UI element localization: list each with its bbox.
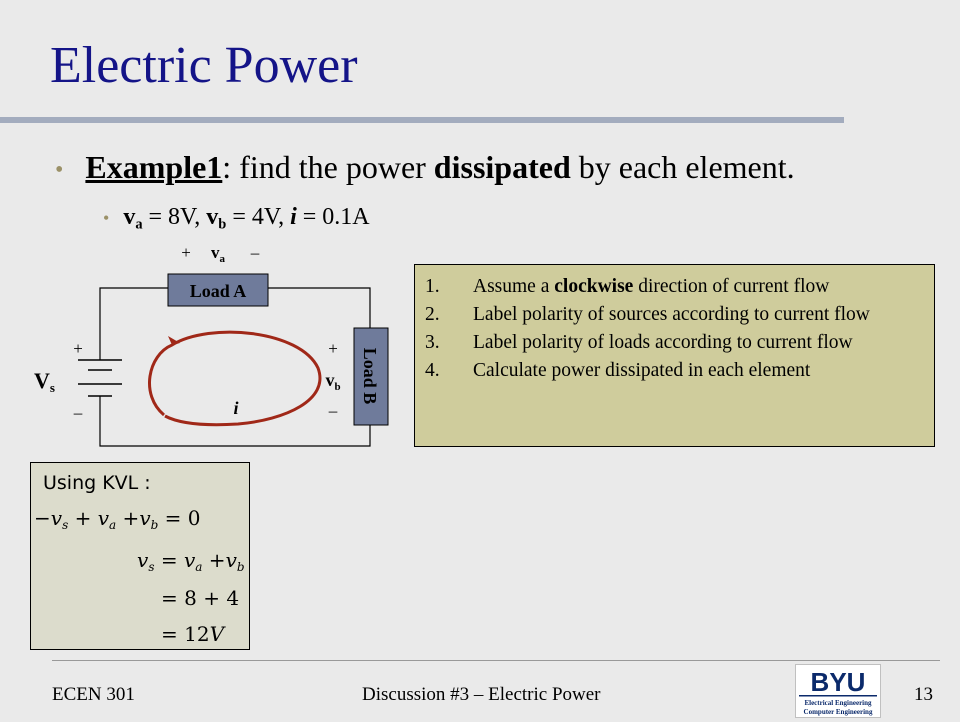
- current-loop-arrow: [148, 330, 322, 427]
- step-item: 3. Label polarity of loads according to c…: [425, 329, 924, 357]
- footer-rule: [52, 660, 940, 661]
- bullet-example: • Example1: find the power dissipated by …: [55, 149, 795, 185]
- step-item: 1. Assume a clockwise direction of curren…: [425, 273, 924, 301]
- circuit-diagram: Load A Load B + va – + Vs – + vb – i: [34, 243, 389, 447]
- kvl-box: Using KVL : −vs + va +vb = 0 vs = va +vb…: [30, 462, 250, 650]
- step-number: 3.: [425, 332, 440, 353]
- bullet-given-values: •va = 8V, vb = 4V, i = 0.1A: [103, 204, 370, 233]
- va-value: = 8V,: [142, 204, 207, 230]
- i-symbol: i: [290, 204, 297, 230]
- bullet-icon: •: [55, 157, 64, 184]
- step-number: 2.: [425, 304, 440, 325]
- load-b-box: [353, 327, 389, 426]
- vb-symbol: v: [206, 204, 219, 230]
- svg-text:Electrical Engineering: Electrical Engineering: [804, 699, 872, 707]
- step-number: 1.: [425, 276, 440, 297]
- bullet1-text-before: : find the power: [222, 149, 434, 185]
- sub-bullet-icon: •: [103, 207, 110, 228]
- va-minus: –: [250, 243, 260, 262]
- va-label: va: [211, 243, 226, 265]
- byu-logo-icon: BYU Electrical Engineering Computer Engi…: [799, 667, 877, 716]
- step-text: Label polarity of loads according to cur…: [473, 332, 853, 353]
- svg-text:BYU: BYU: [811, 667, 866, 697]
- load-a-box: [167, 273, 269, 307]
- steps-list: 1. Assume a clockwise direction of curren…: [425, 273, 924, 385]
- step-item: 2. Label polarity of sources according to…: [425, 301, 924, 329]
- vs-label: Vs: [34, 368, 55, 395]
- page-number: 13: [914, 684, 933, 705]
- va-subscript: a: [135, 216, 143, 233]
- kvl-equations: Using KVL : −vs + va +vb = 0 vs = va +vb…: [34, 472, 245, 646]
- steps-box: 1. Assume a clockwise direction of curren…: [414, 264, 935, 447]
- kvl-line-1: −vs + va +vb = 0: [34, 506, 201, 532]
- vb-value: = 4V,: [226, 204, 291, 230]
- vb-plus: +: [328, 339, 338, 358]
- va-symbol: v: [123, 204, 136, 230]
- step-text: Calculate power dissipated in each eleme…: [473, 360, 811, 381]
- svg-text:Computer Engineering: Computer Engineering: [804, 708, 873, 716]
- battery-icon: [78, 359, 122, 397]
- footer-course: ECEN 301: [52, 684, 135, 705]
- vs-minus: –: [73, 403, 83, 422]
- load-b-label: Load B: [360, 348, 380, 405]
- bullet1-bold-word: dissipated: [433, 149, 571, 185]
- kvl-line-4: = 12V: [161, 622, 227, 646]
- kvl-line-3: = 8 + 4: [161, 586, 239, 610]
- vb-label: vb: [325, 370, 340, 393]
- kvl-line-2: vs = va +vb: [137, 548, 245, 574]
- title-underline: [0, 117, 844, 123]
- vb-subscript: b: [218, 216, 227, 233]
- step-item: 4. Calculate power dissipated in each ele…: [425, 357, 924, 385]
- load-a-label: Load A: [190, 281, 247, 301]
- arrowhead-icon: [168, 336, 180, 345]
- va-plus: +: [181, 243, 191, 262]
- example-label: Example1: [85, 149, 223, 185]
- circuit-wires: [99, 287, 371, 447]
- kvl-heading: Using KVL :: [43, 472, 151, 494]
- vb-minus: –: [328, 401, 338, 420]
- step-text: Label polarity of sources according to c…: [473, 304, 870, 325]
- current-label: i: [233, 398, 238, 418]
- step-text: Assume a clockwise direction of current …: [473, 276, 830, 297]
- byu-logo: BYU Electrical Engineering Computer Engi…: [795, 664, 881, 718]
- step-number: 4.: [425, 360, 440, 381]
- i-value: = 0.1A: [296, 204, 370, 230]
- vs-plus: +: [73, 339, 83, 358]
- bullet1-text-after: by each element.: [570, 149, 795, 185]
- slide-title: Electric Power: [50, 37, 358, 94]
- footer-title: Discussion #3 – Electric Power: [362, 684, 601, 705]
